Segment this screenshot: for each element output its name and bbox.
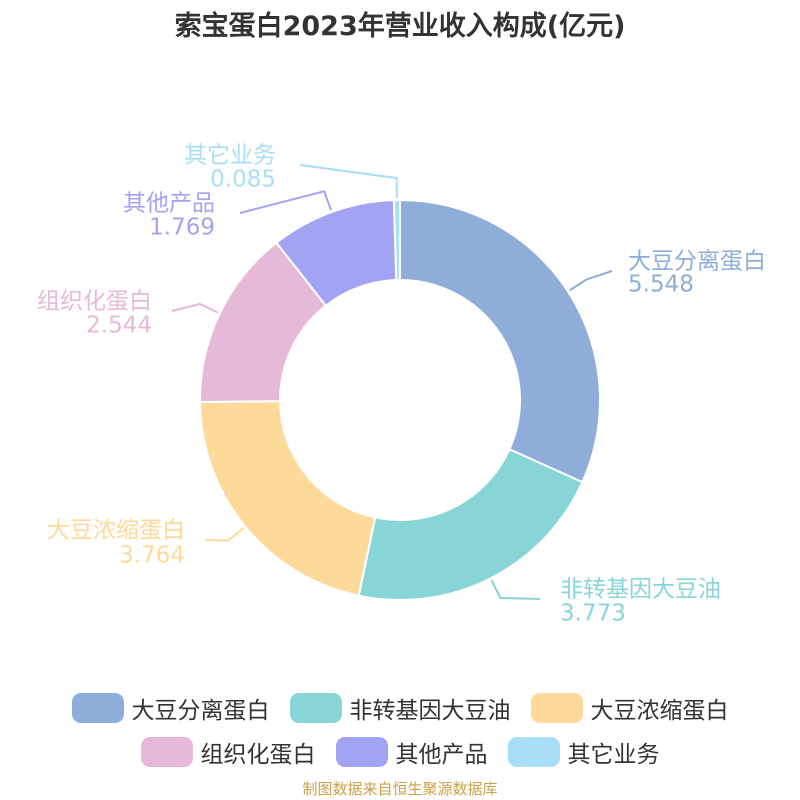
leader-line bbox=[569, 270, 613, 292]
legend-row-2: 组织化蛋白 其他产品 其它业务 bbox=[40, 730, 760, 774]
slice-label-name: 大豆浓缩蛋白 bbox=[47, 518, 185, 544]
leader-line bbox=[204, 527, 245, 542]
legend: 大豆分离蛋白 非转基因大豆油 大豆浓缩蛋白 组织化蛋白 其他产品 其它业务 bbox=[40, 686, 760, 774]
slice-label-value: 0.085 bbox=[210, 167, 276, 193]
legend-label: 其它业务 bbox=[567, 742, 660, 768]
slice-label-value: 5.548 bbox=[628, 272, 694, 298]
legend-item[interactable]: 非转基因大豆油 bbox=[289, 691, 511, 725]
leader-line bbox=[299, 164, 398, 199]
slice-label-value: 1.769 bbox=[149, 215, 215, 241]
legend-swatch bbox=[530, 693, 583, 723]
slice-label-value: 3.773 bbox=[560, 601, 626, 627]
slice-label-value: 2.544 bbox=[86, 313, 152, 339]
legend-swatch bbox=[289, 693, 342, 723]
slice-label-name: 其它业务 bbox=[184, 143, 276, 169]
legend-label: 非转基因大豆油 bbox=[349, 698, 511, 724]
donut-slice[interactable] bbox=[392, 198, 401, 282]
donut-slice[interactable] bbox=[357, 447, 584, 601]
legend-item[interactable]: 大豆分离蛋白 bbox=[71, 691, 270, 725]
legend-label: 大豆浓缩蛋白 bbox=[590, 698, 729, 724]
leader-line bbox=[171, 302, 219, 314]
leader-line bbox=[239, 190, 332, 214]
legend-label: 组织化蛋白 bbox=[200, 742, 316, 768]
legend-swatch bbox=[140, 737, 193, 767]
legend-item[interactable]: 其它业务 bbox=[507, 735, 660, 769]
slice-label-name: 大豆分离蛋白 bbox=[628, 249, 766, 275]
slice-label-name: 非转基因大豆油 bbox=[560, 577, 721, 603]
legend-item[interactable]: 大豆浓缩蛋白 bbox=[530, 691, 729, 725]
leader-line bbox=[490, 579, 541, 600]
donut-slice[interactable] bbox=[399, 198, 601, 484]
chart-title: 索宝蛋白2023年营业收入构成(亿元) bbox=[174, 11, 626, 42]
donut-slice[interactable] bbox=[198, 400, 377, 597]
slice-label-name: 其他产品 bbox=[123, 191, 215, 217]
legend-label: 其他产品 bbox=[395, 742, 488, 768]
slice-label-value: 3.764 bbox=[119, 543, 185, 569]
slice-label-name: 组织化蛋白 bbox=[37, 289, 152, 315]
source-note: 制图数据来自恒生聚源数据库 bbox=[302, 780, 498, 798]
legend-item[interactable]: 其他产品 bbox=[335, 735, 488, 769]
legend-swatch bbox=[71, 693, 124, 723]
legend-label: 大豆分离蛋白 bbox=[131, 698, 270, 724]
legend-item[interactable]: 组织化蛋白 bbox=[140, 735, 316, 769]
legend-row-1: 大豆分离蛋白 非转基因大豆油 大豆浓缩蛋白 bbox=[40, 686, 760, 730]
legend-swatch bbox=[507, 737, 560, 767]
legend-swatch bbox=[335, 737, 388, 767]
